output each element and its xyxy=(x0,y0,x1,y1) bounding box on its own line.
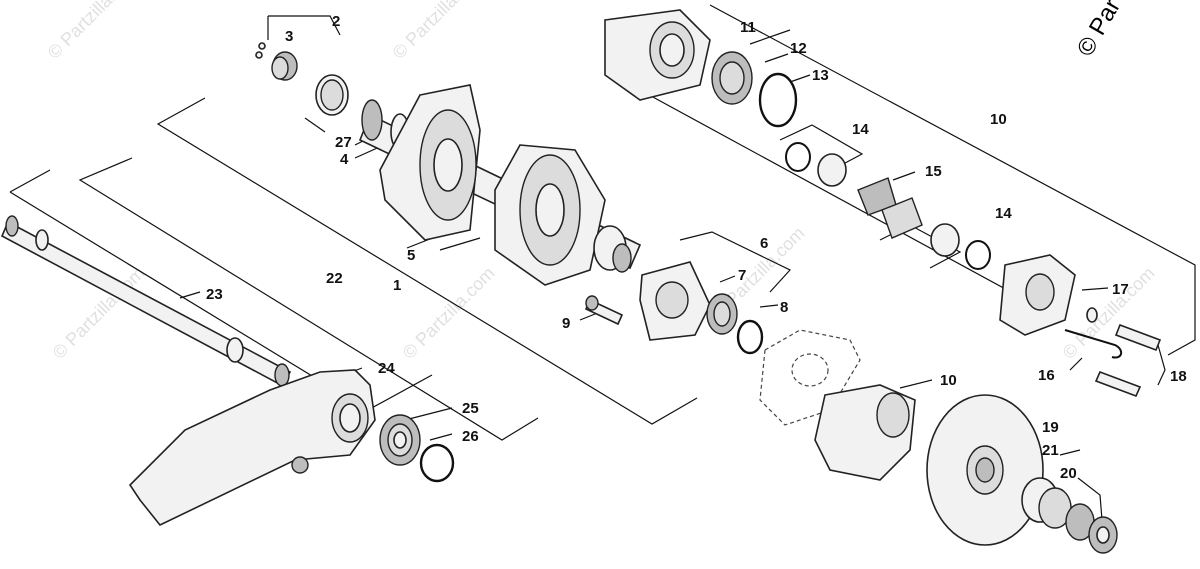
callout-17[interactable]: 17 xyxy=(1112,281,1129,298)
brake-pad-part-15 xyxy=(857,177,923,239)
jackshaft-part-23 xyxy=(0,215,292,388)
callout-14-lower[interactable]: 14 xyxy=(995,205,1012,222)
callout-3[interactable]: 3 xyxy=(285,28,293,45)
seal-part-2 xyxy=(255,42,298,81)
oring-part-13 xyxy=(758,72,798,128)
callout-9[interactable]: 9 xyxy=(562,315,570,332)
hub-part-21 xyxy=(1021,477,1072,529)
callout-16[interactable]: 16 xyxy=(1038,367,1055,384)
callout-14-upper[interactable]: 14 xyxy=(852,121,869,138)
drive-shaft-assembly xyxy=(358,84,642,286)
ring-part-27 xyxy=(315,74,349,116)
ring-part-8 xyxy=(736,319,764,355)
spring-part-17 xyxy=(1086,307,1098,323)
brake-disc-part-19 xyxy=(926,394,1044,546)
callout-7[interactable]: 7 xyxy=(738,267,746,284)
callout-24[interactable]: 24 xyxy=(378,360,395,377)
pin-part-16 xyxy=(1064,329,1123,359)
bearing-part-12 xyxy=(711,51,753,105)
caliper-housing-part-10-lower xyxy=(814,384,916,481)
callout-5[interactable]: 5 xyxy=(407,247,415,264)
bolt-part-9 xyxy=(584,295,624,326)
callout-26[interactable]: 26 xyxy=(462,428,479,445)
mount-plate xyxy=(759,329,861,426)
callout-6[interactable]: 6 xyxy=(760,235,768,252)
callout-13[interactable]: 13 xyxy=(812,67,829,84)
callout-27[interactable]: 27 xyxy=(335,134,352,151)
callout-12[interactable]: 12 xyxy=(790,40,807,57)
callout-11[interactable]: 11 xyxy=(740,19,756,36)
callout-21[interactable]: 21 xyxy=(1042,442,1059,459)
callout-10-lower[interactable]: 10 xyxy=(940,372,957,389)
copyright-mark: © Par xyxy=(1072,0,1126,61)
callout-2[interactable]: 2 xyxy=(332,13,340,30)
caliper-housing-part-10-upper xyxy=(604,9,711,101)
piston-part-14 xyxy=(785,142,991,270)
watermark: © Partzilla.com xyxy=(399,263,499,363)
flange-part-6 xyxy=(639,261,711,341)
callout-23[interactable]: 23 xyxy=(206,286,223,303)
nut-part-20 xyxy=(1065,503,1118,554)
callouts: 1 2 3 4 5 6 7 8 9 10 10 11 12 13 14 14 1… xyxy=(206,13,1187,482)
callout-22[interactable]: 22 xyxy=(326,270,343,287)
callout-10-upper[interactable]: 10 xyxy=(990,111,1007,128)
bolt-part-18 xyxy=(1094,323,1162,398)
caliper-half-part-10-right xyxy=(999,254,1076,336)
callout-4[interactable]: 4 xyxy=(340,151,349,168)
callout-20[interactable]: 20 xyxy=(1060,465,1077,482)
watermark: © Partzilla.com xyxy=(389,0,489,63)
bearing-housing-part-24 xyxy=(128,369,376,526)
circlip-part-26 xyxy=(419,443,455,483)
callout-18[interactable]: 18 xyxy=(1170,368,1187,385)
callout-25[interactable]: 25 xyxy=(462,400,479,417)
seal-part-7 xyxy=(706,293,738,335)
bearing-part-25 xyxy=(379,414,421,466)
callout-15[interactable]: 15 xyxy=(925,163,942,180)
callout-1[interactable]: 1 xyxy=(393,277,401,294)
callout-19[interactable]: 19 xyxy=(1042,419,1059,436)
watermark: © Partzilla.com xyxy=(44,0,144,63)
callout-8[interactable]: 8 xyxy=(780,299,788,316)
